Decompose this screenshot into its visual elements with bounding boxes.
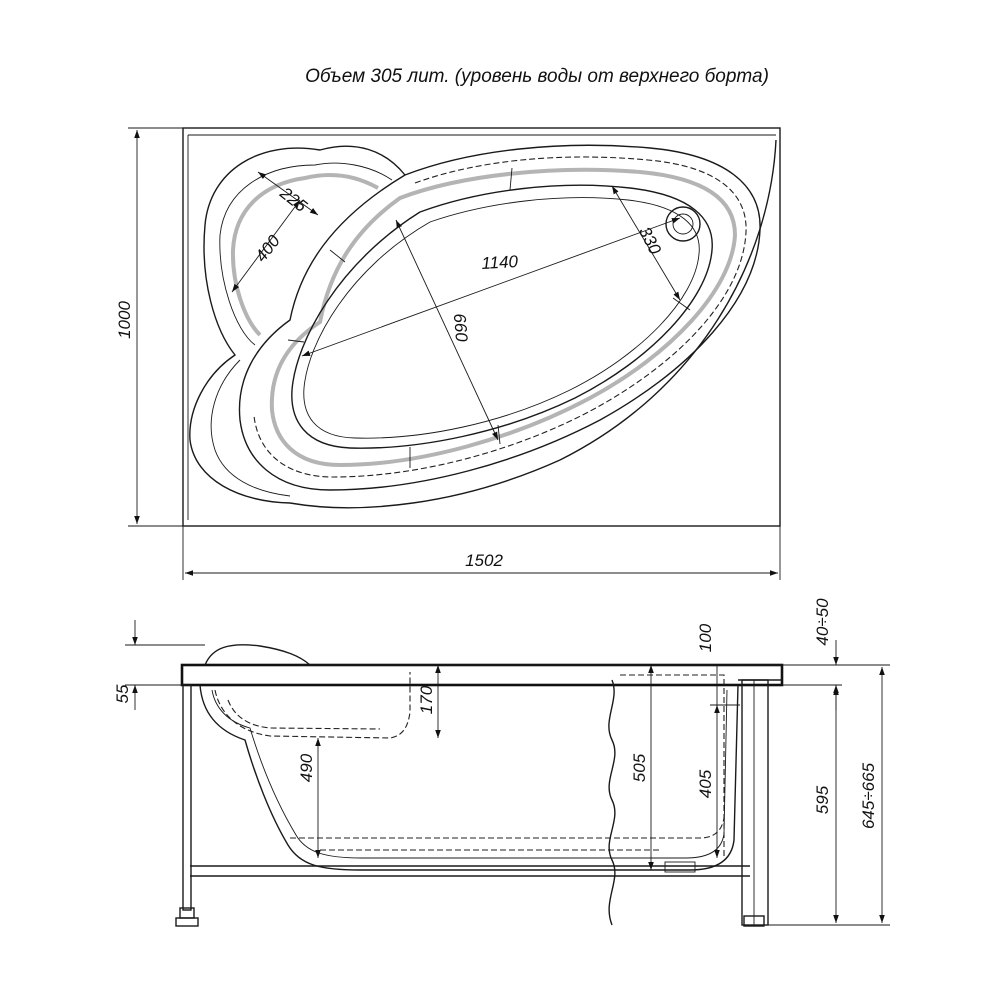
- dim-660-label: 660: [450, 313, 471, 343]
- drain-pipe: [664, 861, 696, 873]
- dim-400-label: 400: [251, 231, 284, 265]
- side-view: 55 490 170 505 405 100 40÷50 595 645÷665: [113, 598, 890, 927]
- bowl-outer-dashed: [253, 156, 747, 478]
- dim-330-line: [611, 185, 681, 301]
- dim-595-label: 595: [813, 785, 832, 814]
- footrest-outline: [210, 359, 291, 497]
- dim-330-label: 330: [635, 224, 665, 258]
- left-leg: [182, 684, 192, 911]
- headrest: [204, 644, 311, 666]
- seat-profile-dashed: [214, 672, 411, 739]
- bottom-dashed: [290, 817, 725, 839]
- dim-1502-label: 1502: [465, 551, 503, 570]
- dim-225-line: [257, 171, 319, 216]
- drain-outer: [665, 206, 701, 242]
- volume-title: Объем 305 лит. (уровень воды от верхнего…: [305, 66, 769, 87]
- front-panel: [741, 679, 769, 926]
- right-leg-foot: [743, 915, 765, 927]
- dim-490-label: 490: [297, 753, 316, 782]
- tub-body-inner: [211, 689, 728, 859]
- dim-1000-label: 1000: [115, 301, 134, 339]
- break-line: [608, 679, 616, 926]
- top-view: 1000 1502 1140 660 330 400 225: [115, 127, 781, 580]
- dim-405-label: 405: [696, 769, 715, 798]
- dim-505-label: 505: [630, 753, 649, 782]
- dim-55-label: 55: [113, 684, 132, 703]
- seat-inner-outline: [219, 162, 393, 346]
- rim-segment: [497, 424, 501, 445]
- dim-1140-label: 1140: [481, 252, 519, 273]
- bowl-step: [269, 167, 738, 468]
- rim-segment: [509, 167, 513, 191]
- bowl-outer: [238, 144, 761, 491]
- dim-645-665-label: 645÷665: [859, 762, 878, 829]
- left-leg-pad: [175, 917, 199, 927]
- rim-segment: [672, 297, 691, 311]
- dim-40-50-label: 40÷50: [813, 598, 832, 646]
- rim-segment: [287, 339, 305, 343]
- tub-outline-rect: [182, 127, 781, 527]
- dim-100-label: 100: [696, 623, 715, 652]
- tub-corner-sweep: [289, 139, 777, 509]
- dim-170-label: 170: [417, 685, 436, 714]
- tub-body: [199, 684, 739, 871]
- dim-660-line: [395, 219, 499, 441]
- seat-profile-dashed-2: [227, 699, 381, 730]
- overflow-dashed: [620, 674, 725, 858]
- seat-outline: [189, 145, 406, 504]
- dim-400-line: [231, 199, 301, 293]
